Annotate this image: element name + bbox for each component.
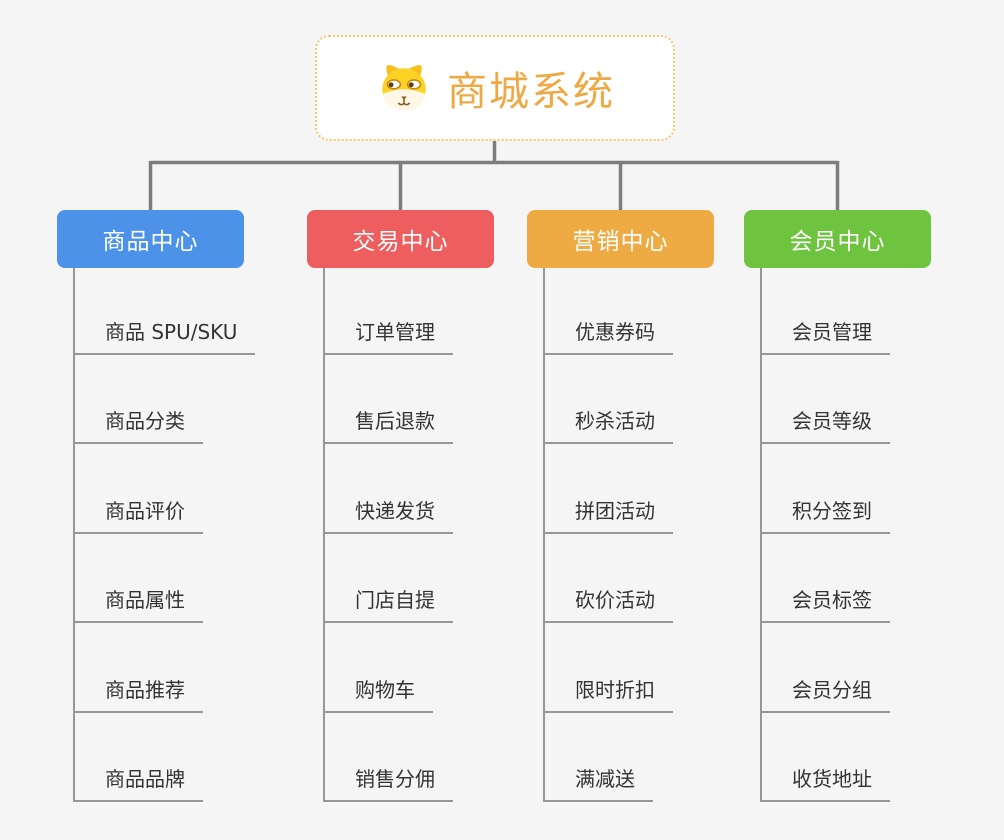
branch-connector-line: [760, 268, 762, 802]
leaf-label: 会员等级: [792, 409, 872, 433]
leaf-label: 满减送: [575, 767, 635, 791]
leaf-node[interactable]: 会员分组: [760, 677, 890, 713]
leaf-node[interactable]: 商品推荐: [73, 677, 203, 713]
leaf-label: 限时折扣: [575, 678, 655, 702]
leaf-node[interactable]: 拼团活动: [543, 498, 673, 534]
leaf-node[interactable]: 购物车: [323, 677, 433, 713]
leaf-label: 购物车: [355, 678, 415, 702]
leaf-label: 会员分组: [792, 678, 872, 702]
leaf-node[interactable]: 售后退款: [323, 408, 453, 444]
leaf-label: 商品 SPU/SKU: [105, 320, 238, 344]
leaf-node[interactable]: 商品 SPU/SKU: [73, 319, 256, 355]
leaf-node[interactable]: 销售分佣: [323, 766, 453, 802]
branch-connector-line: [323, 268, 325, 802]
leaf-node[interactable]: 满减送: [543, 766, 653, 802]
leaf-label: 优惠券码: [575, 320, 655, 344]
leaf-label: 售后退款: [355, 409, 435, 433]
branch-label: 营销中心: [572, 229, 669, 255]
leaf-node[interactable]: 商品品牌: [73, 766, 203, 802]
branch-label: 会员中心: [789, 229, 886, 255]
leaf-label: 会员标签: [792, 588, 872, 612]
leaf-label: 砍价活动: [575, 588, 655, 612]
leaf-node[interactable]: 订单管理: [323, 319, 453, 355]
leaf-label: 商品推荐: [105, 678, 185, 702]
leaf-label: 订单管理: [355, 320, 435, 344]
leaf-node[interactable]: 商品属性: [73, 587, 203, 623]
leaf-node[interactable]: 会员管理: [760, 319, 890, 355]
branch-header-2[interactable]: 交易中心: [307, 210, 494, 268]
leaf-node[interactable]: 商品分类: [73, 408, 203, 444]
leaf-node[interactable]: 限时折扣: [543, 677, 673, 713]
leaf-node[interactable]: 收货地址: [760, 766, 890, 802]
leaf-label: 收货地址: [792, 767, 872, 791]
leaf-label: 门店自提: [355, 588, 435, 612]
branch-connector-line: [73, 268, 75, 802]
leaf-node[interactable]: 积分签到: [760, 498, 890, 534]
leaf-node[interactable]: 会员标签: [760, 587, 890, 623]
leaf-node[interactable]: 优惠券码: [543, 319, 673, 355]
branch-header-4[interactable]: 会员中心: [744, 210, 931, 268]
leaf-label: 商品属性: [105, 588, 185, 612]
leaf-label: 秒杀活动: [575, 409, 655, 433]
leaf-label: 快递发货: [355, 499, 435, 523]
branch-connector-line: [543, 268, 545, 802]
branch-label: 交易中心: [352, 229, 449, 255]
leaf-label: 拼团活动: [575, 499, 655, 523]
leaf-node[interactable]: 商品评价: [73, 498, 203, 534]
dog-face-icon: [375, 60, 433, 116]
root-title: 商城系统: [447, 69, 615, 115]
leaf-label: 商品品牌: [105, 767, 185, 791]
leaf-node[interactable]: 秒杀活动: [543, 408, 673, 444]
leaf-label: 商品分类: [105, 409, 185, 433]
leaf-label: 积分签到: [792, 499, 872, 523]
branch-label: 商品中心: [102, 229, 199, 255]
leaf-node[interactable]: 快递发货: [323, 498, 453, 534]
branch-header-3[interactable]: 营销中心: [527, 210, 714, 268]
leaf-label: 销售分佣: [355, 767, 435, 791]
root-node[interactable]: 商城系统: [315, 35, 675, 141]
leaf-node[interactable]: 门店自提: [323, 587, 453, 623]
leaf-node[interactable]: 砍价活动: [543, 587, 673, 623]
leaf-node[interactable]: 会员等级: [760, 408, 890, 444]
leaf-label: 会员管理: [792, 320, 872, 344]
branch-header-1[interactable]: 商品中心: [57, 210, 244, 268]
leaf-label: 商品评价: [105, 499, 185, 523]
